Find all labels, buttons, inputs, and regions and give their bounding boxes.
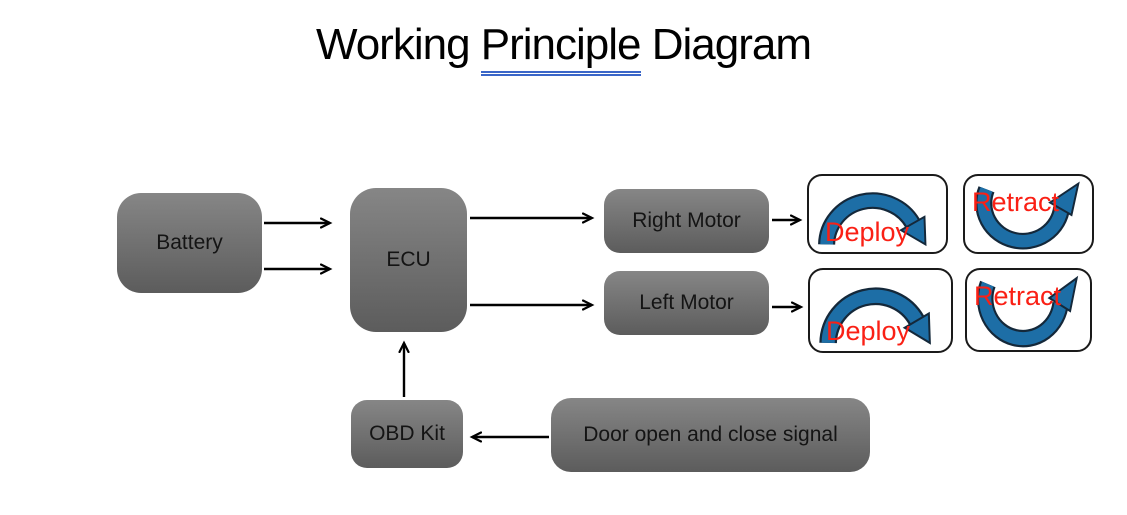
left-motor-node: Left Motor [604,271,769,335]
title-word-working: Working [315,20,481,69]
left-motor-label: Left Motor [639,291,734,314]
title-word-principle: Principle [480,20,642,76]
door-signal-label: Door open and close signal [583,423,838,446]
door-signal-node: Door open and close signal [551,398,870,472]
right-motor-node: Right Motor [604,189,769,253]
deploy-card-right: Deploy [807,174,948,254]
retract-card-left: Retract [965,268,1092,352]
retract-arc-icon [975,181,1080,250]
battery-node: Battery [117,193,262,293]
obd-kit-node: OBD Kit [351,400,463,468]
retract-label: Retract [974,281,1062,311]
obd-kit-label: OBD Kit [369,422,445,445]
deploy-arc-icon [818,192,927,247]
title-word-diagram: Diagram [640,20,812,69]
deploy-card-left: Deploy [808,268,953,353]
retract-label: Retract [972,187,1060,217]
retract-card-right: Retract [963,174,1094,254]
battery-label: Battery [156,231,223,254]
right-motor-label: Right Motor [632,209,741,232]
deploy-label: Deploy [826,316,911,346]
ecu-label: ECU [386,248,431,271]
retract-arc-icon [976,275,1079,348]
deploy-arc-icon [819,287,931,345]
ecu-node: ECU [350,188,467,332]
page-title: Working Principle Diagram [0,20,1127,76]
deploy-label: Deploy [825,217,910,247]
